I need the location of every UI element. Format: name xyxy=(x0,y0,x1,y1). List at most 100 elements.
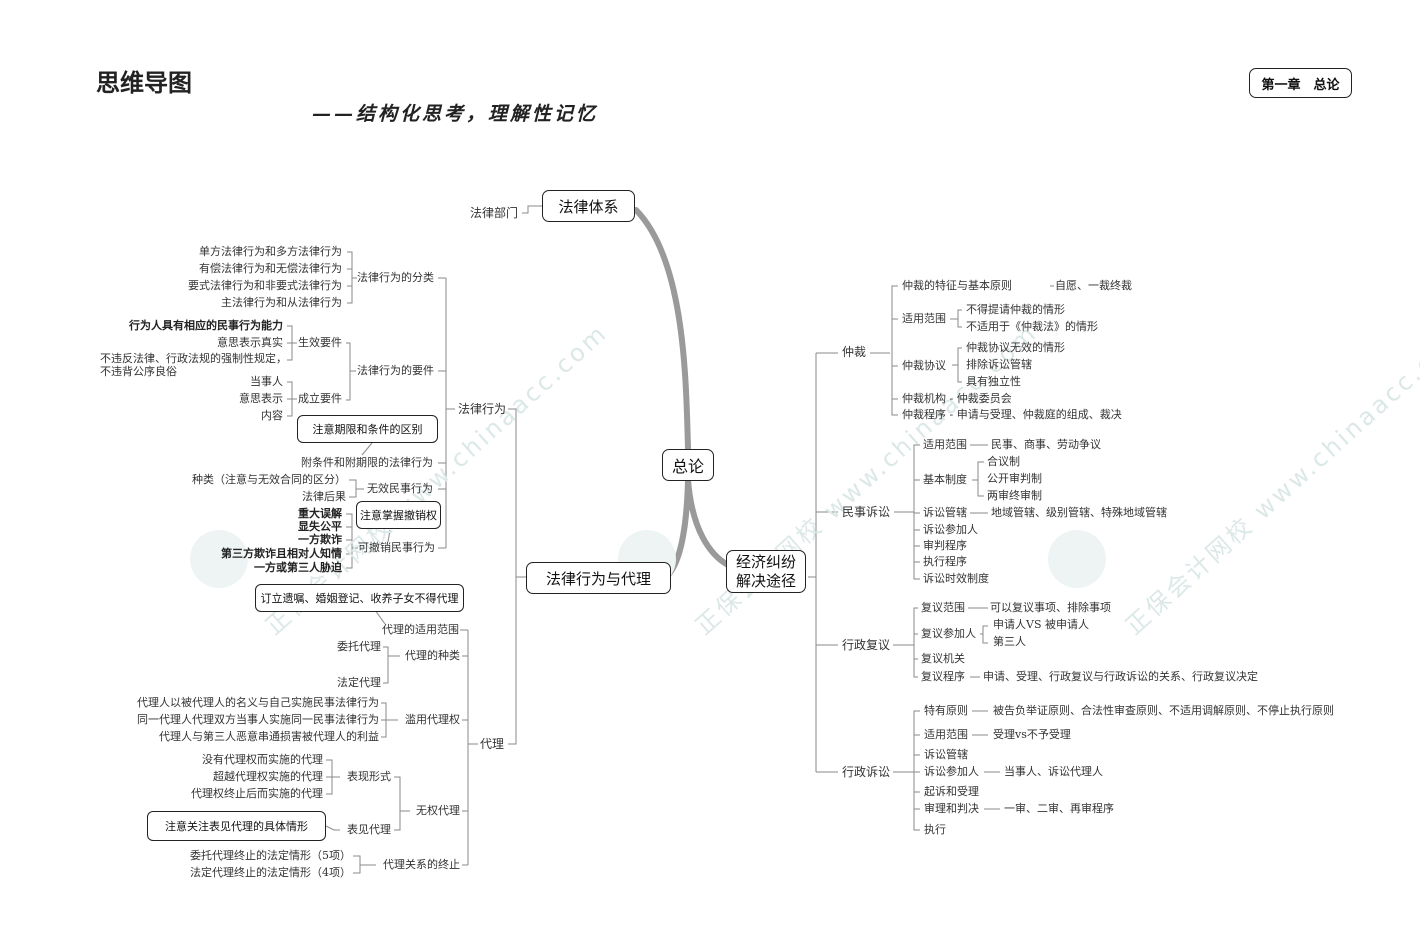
node-agency-termination: 代理关系的终止 xyxy=(383,858,460,871)
abuse-item: 代理人以被代理人的名义与自己实施民事法律行为 xyxy=(137,696,379,709)
review-participants: 复议参加人 xyxy=(921,627,976,640)
review-participant-item: 第三人 xyxy=(993,635,1026,648)
node-civil-litigation: 民事诉讼 xyxy=(842,505,891,519)
agency-type-item: 法定代理 xyxy=(337,676,381,689)
arb-agreement-item: 排除诉讼管辖 xyxy=(966,358,1032,371)
litigation-trial: 审理和判决 xyxy=(924,802,979,815)
node-legal-act-agency[interactable]: 法律行为与代理 xyxy=(526,562,671,594)
invalid-item: 种类（注意与无效合同的区分） xyxy=(192,473,346,486)
arb-features: 仲裁的特征与基本原则 xyxy=(902,279,1012,292)
node-unauthorized-forms: 表现形式 xyxy=(347,770,391,783)
abuse-item: 代理人与第三人恶意串通损害被代理人的利益 xyxy=(159,730,379,743)
node-dispute-resolution[interactable]: 经济纠纷解决途径 xyxy=(726,550,806,593)
civil-basic-system: 基本制度 xyxy=(923,473,967,486)
arb-scope-item: 不适用于《仲裁法》的情形 xyxy=(966,320,1098,333)
effective-item: 意思表示真实 xyxy=(217,336,283,349)
civil-basic-item: 公开审判制 xyxy=(987,472,1042,485)
unauthorized-form-item: 超越代理权实施的代理 xyxy=(213,770,323,783)
arb-scope-item: 不得提请仲裁的情形 xyxy=(966,303,1065,316)
node-legal-act: 法律行为 xyxy=(458,402,507,416)
revocable-item: 一方或第三人胁迫 xyxy=(254,561,342,574)
node-agency: 代理 xyxy=(480,737,505,751)
unauthorized-form-item: 代理权终止后而实施的代理 xyxy=(191,787,323,800)
arb-institution: 仲裁机构 - 仲裁委员会 xyxy=(902,392,1012,405)
arb-agreement-item: 仲裁协议无效的情形 xyxy=(966,341,1065,354)
node-invalid-act: 无效民事行为 xyxy=(367,482,433,495)
page-subtitle: ——结构化思考，理解性记忆 xyxy=(312,103,599,125)
watermark-logo xyxy=(1048,530,1106,588)
review-participant-item: 申请人VS 被申请人 xyxy=(993,618,1089,631)
litigation-principles-detail: 被告负举证原则、合法性审查原则、不适用调解原则、不停止执行原则 xyxy=(993,704,1334,717)
civil-scope-detail: 民事、商事、劳动争议 xyxy=(991,438,1101,451)
classification-item: 主法律行为和从法律行为 xyxy=(221,296,342,309)
node-agency-abuse: 滥用代理权 xyxy=(405,713,460,726)
classification-item: 要式法律行为和非要式法律行为 xyxy=(188,279,342,292)
node-effective-elements: 生效要件 xyxy=(298,336,342,349)
node-act-classification: 法律行为的分类 xyxy=(357,271,434,284)
civil-other: 审判程序 xyxy=(923,539,967,552)
litigation-principles: 特有原则 xyxy=(924,704,968,717)
revocable-item: 第三方欺诈且相对人知情 xyxy=(221,547,342,560)
center-node[interactable]: 总论 xyxy=(662,449,714,481)
agency-type-item: 委托代理 xyxy=(337,640,381,653)
page-title: 思维导图 xyxy=(96,69,192,97)
termination-item: 法定代理终止的法定情形（4项） xyxy=(190,866,351,879)
arb-agreement-item: 具有独立性 xyxy=(966,375,1021,388)
node-admin-review: 行政复议 xyxy=(842,638,891,652)
civil-other: 执行程序 xyxy=(923,555,967,568)
civil-jurisdiction-detail: 地域管辖、级别管辖、特殊地域管辖 xyxy=(991,506,1167,519)
abuse-item: 同一代理人代理双方当事人实施同一民事法律行为 xyxy=(137,713,379,726)
formation-item: 当事人 xyxy=(250,375,283,388)
revocable-item: 显失公平 xyxy=(298,520,342,533)
chapter-badge: 第一章 总论 xyxy=(1249,68,1352,98)
node-conditional-act: 附条件和附期限的法律行为 xyxy=(301,456,433,469)
civil-scope: 适用范围 xyxy=(923,438,967,451)
node-act-elements: 法律行为的要件 xyxy=(357,364,434,377)
civil-jurisdiction: 诉讼管辖 xyxy=(923,506,967,519)
effective-item: 不违反法律、行政法规的强制性规定， xyxy=(100,352,287,365)
litigation-participants: 诉讼参加人 xyxy=(924,765,979,778)
review-procedure: 复议程序 xyxy=(921,670,965,683)
node-legal-department: 法律部门 xyxy=(469,206,518,220)
review-organ: 复议机关 xyxy=(921,652,965,665)
arb-scope: 适用范围 xyxy=(902,312,946,325)
effective-item: 不违背公序良俗 xyxy=(100,365,177,378)
litigation-filing: 起诉和受理 xyxy=(924,785,979,798)
node-revocable-act: 可撤销民事行为 xyxy=(358,541,435,554)
civil-basic-item: 合议制 xyxy=(987,455,1020,468)
litigation-trial-detail: 一审、二审、再审程序 xyxy=(1004,802,1114,815)
node-admin-litigation: 行政诉讼 xyxy=(842,765,891,779)
arb-procedure: 仲裁程序 - 申请与受理、仲裁庭的组成、裁决 xyxy=(902,408,1122,421)
effective-item: 行为人具有相应的民事行为能力 xyxy=(129,319,283,332)
civil-other: 诉讼参加人 xyxy=(923,523,978,536)
arb-features-detail: 自愿、一裁终裁 xyxy=(1055,279,1132,292)
termination-item: 委托代理终止的法定情形（5项） xyxy=(190,849,351,862)
watermark-logo xyxy=(190,530,248,588)
litigation-participants-detail: 当事人、诉讼代理人 xyxy=(1004,765,1103,778)
litigation-jurisdiction: 诉讼管辖 xyxy=(924,748,968,761)
litigation-scope: 适用范围 xyxy=(924,728,968,741)
formation-item: 意思表示 xyxy=(239,392,283,405)
node-apparent-agency: 表见代理 xyxy=(347,823,391,836)
formation-item: 内容 xyxy=(261,409,283,422)
revocable-item: 一方欺诈 xyxy=(298,533,342,546)
node-agency-types: 代理的种类 xyxy=(405,649,460,662)
note-agency-scope: 订立遗嘱、婚姻登记、收养子女不得代理 xyxy=(255,584,464,612)
node-legal-system[interactable]: 法律体系 xyxy=(542,190,635,222)
review-scope-detail: 可以复议事项、排除事项 xyxy=(990,601,1111,614)
revocable-item: 重大误解 xyxy=(298,507,342,520)
arb-agreement: 仲裁协议 xyxy=(902,359,946,372)
civil-basic-item: 两审终审制 xyxy=(987,489,1042,502)
review-procedure-detail: 申请、受理、行政复议与行政诉讼的关系、行政复议决定 xyxy=(983,670,1258,683)
note-conditional: 注意期限和条件的区别 xyxy=(297,415,438,443)
litigation-scope-detail: 受理vs不予受理 xyxy=(993,728,1071,741)
unauthorized-form-item: 没有代理权而实施的代理 xyxy=(202,753,323,766)
node-agency-scope: 代理的适用范围 xyxy=(382,623,459,636)
classification-item: 单方法律行为和多方法律行为 xyxy=(199,245,342,258)
litigation-execution: 执行 xyxy=(924,823,946,836)
review-scope: 复议范围 xyxy=(921,601,965,614)
node-unauthorized-agency: 无权代理 xyxy=(416,804,460,817)
civil-other: 诉讼时效制度 xyxy=(923,572,989,585)
node-arbitration: 仲裁 xyxy=(842,345,867,359)
